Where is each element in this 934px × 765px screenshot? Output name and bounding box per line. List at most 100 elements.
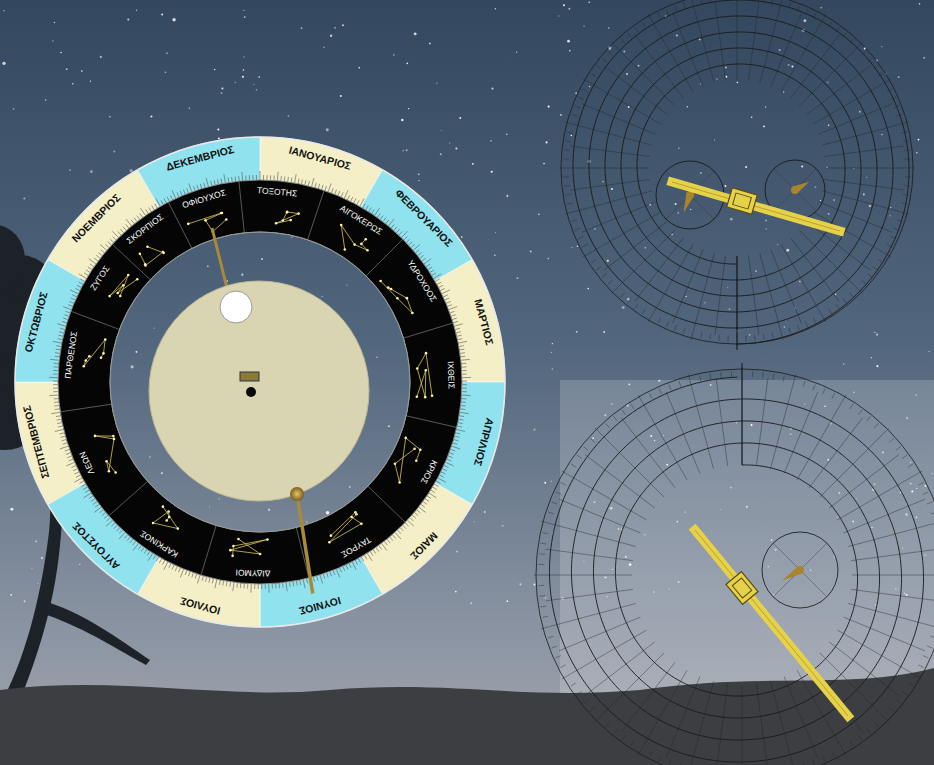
scale-tick [780,330,783,340]
day-tick [376,547,379,551]
sign-divider [403,323,453,338]
scale-tick [754,335,756,341]
constellation-star [419,448,422,451]
day-tick [54,405,59,407]
scale-tick [622,410,626,415]
constellation-figure [139,245,165,266]
constellation-star [231,555,234,558]
constellation-star [275,222,278,225]
day-tick [56,345,61,347]
cell-divider [760,6,781,83]
star [577,245,579,247]
day-tick [461,363,466,364]
scale-tick [605,722,609,726]
day-tick [461,398,466,399]
cell-divider [813,212,882,252]
scale-tick [560,665,565,668]
star [268,509,270,511]
star [218,138,220,140]
scale-tick [542,616,548,617]
day-tick [335,190,337,195]
day-tick [266,175,267,180]
scale-tick [691,0,694,6]
cell-divider [756,684,767,765]
day-tick [108,242,112,245]
day-tick [457,335,462,336]
day-tick [435,279,439,281]
scale-tick [868,274,873,278]
cell-divider [618,230,675,287]
cell-divider [844,499,925,533]
cell-divider [748,1,758,80]
scale-tick [889,438,893,442]
constellation-star [425,352,428,355]
figure-outline [341,225,367,250]
scale-tick [635,27,639,32]
cell-divider [694,6,715,83]
day-tick [453,321,458,322]
scale-tick [890,236,895,238]
day-tick [279,583,280,588]
cell-divider [848,524,933,547]
star [575,92,577,94]
day-tick [417,510,421,513]
scale-tick [720,372,722,378]
constellation-star [343,248,346,251]
day-tick [152,206,155,210]
day-tick [327,573,329,578]
star [898,76,900,78]
star [530,251,532,253]
scale-tick [649,751,652,756]
cell-divider [546,589,633,600]
star [349,486,351,488]
scale-tick [683,328,685,334]
day-tick [113,237,117,241]
scale-tick [635,304,639,309]
scale-tick [850,404,853,409]
scale-tick [605,423,609,427]
spiral-scale [549,377,923,762]
day-tick [107,518,111,521]
cell-divider [829,454,899,508]
cell-divider [852,575,934,576]
day-tick [228,177,230,182]
scale-tick [821,313,826,322]
cell-divider [716,684,727,765]
day-tick [458,423,463,424]
day-tick [110,239,114,242]
day-tick [131,220,134,224]
day-tick [443,295,448,297]
scale-tick [901,132,907,133]
figure-outline [276,212,299,223]
sign-divider [60,404,111,412]
day-tick [254,584,255,589]
star [645,247,646,248]
constellation-star [100,356,103,359]
day-tick [81,484,85,487]
figure-outline [395,438,420,483]
zodiac-name: ΣΚΟΡΠΙΟΣ [125,213,165,246]
day-tick [458,339,463,340]
cell-divider [781,244,821,313]
pivot [791,186,799,194]
star [90,170,93,173]
day-tick [240,583,241,588]
day-tick [260,171,261,180]
day-tick [451,315,456,317]
day-tick [212,579,213,584]
day-tick [53,388,58,389]
star [217,129,219,131]
day-tick [72,465,77,467]
sign-divider [71,311,120,329]
star [154,328,155,329]
star [551,352,552,353]
scale-tick [718,335,720,341]
day-tick [119,532,125,539]
day-tick [325,186,327,191]
subdial-divider [800,543,827,570]
star [678,148,679,149]
day-tick [79,274,87,279]
day-tick [169,563,171,567]
scale-tick [823,756,825,761]
